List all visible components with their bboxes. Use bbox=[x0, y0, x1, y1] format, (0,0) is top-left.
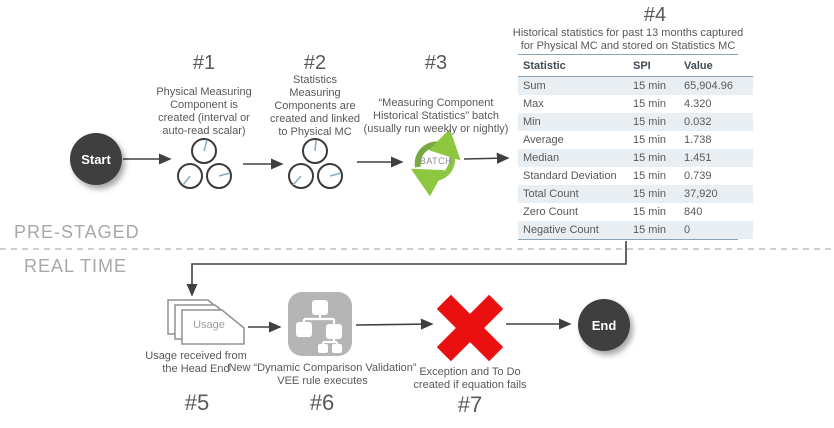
step4-description: Historical statistics for past 13 months… bbox=[512, 27, 744, 52]
cell-statistic: Zero Count bbox=[523, 206, 579, 218]
arrow-vee-to-exception bbox=[355, 318, 434, 330]
usage-stack-icon bbox=[167, 299, 245, 345]
step3-number: #3 bbox=[424, 52, 448, 74]
cell-value: 0 bbox=[679, 221, 753, 239]
cell-statistic: Average bbox=[523, 134, 564, 146]
cell-statistic: Standard Deviation bbox=[523, 170, 617, 182]
step4-number: #4 bbox=[643, 4, 667, 26]
cell-spi: 15 min bbox=[633, 170, 667, 182]
start-node-label: Start bbox=[81, 151, 111, 167]
cell-statistic: Median bbox=[518, 149, 628, 167]
vee-rule-icon bbox=[288, 292, 352, 356]
table-row: Median 15 min 1.451 bbox=[518, 149, 753, 167]
start-node: Start bbox=[70, 133, 122, 185]
table-row: Total Count 15 min 37,920 bbox=[518, 185, 753, 203]
cell-spi: 15 min bbox=[628, 113, 679, 131]
cell-statistic: Max bbox=[523, 98, 544, 110]
step6-number: #6 bbox=[309, 390, 335, 415]
cell-value: 840 bbox=[684, 206, 703, 218]
table-row: Negative Count 15 min 0 bbox=[518, 221, 753, 239]
measuring-components-icon-1 bbox=[177, 138, 232, 189]
batch-cycle-icon bbox=[410, 128, 461, 197]
measuring-components-icon-2 bbox=[288, 138, 343, 189]
end-node-label: End bbox=[591, 317, 617, 333]
table-row: Sum 15 min 65,904.96 bbox=[518, 76, 753, 95]
arrow-step3-to-table bbox=[463, 152, 510, 164]
connector-table-to-usage bbox=[186, 241, 627, 297]
table-header-spi: SPI bbox=[628, 55, 679, 77]
table-header-value: Value bbox=[679, 55, 753, 77]
table-row: Min 15 min 0.032 bbox=[518, 113, 753, 131]
step5-number: #5 bbox=[184, 390, 210, 415]
cell-value: 1.451 bbox=[679, 149, 753, 167]
section-label-pre-staged: PRE-STAGED bbox=[14, 222, 140, 242]
cell-value: 1.738 bbox=[684, 134, 712, 146]
end-node: End bbox=[578, 299, 630, 351]
table-row: Standard Deviation 15 min 0.739 bbox=[518, 167, 753, 185]
step5-description: Usage received from the Head End bbox=[145, 350, 247, 375]
table-row: Zero Count 15 min 840 bbox=[518, 203, 753, 221]
cell-value: 65,904.96 bbox=[679, 76, 753, 95]
step7-description: Exception and To Do created if equation … bbox=[413, 366, 527, 391]
table-header-statistic: Statistic bbox=[518, 55, 628, 77]
cell-statistic: Negative Count bbox=[518, 221, 628, 239]
cell-spi: 15 min bbox=[633, 206, 667, 218]
step1-description: Physical Measuring Component is created … bbox=[156, 86, 252, 137]
cell-spi: 15 min bbox=[633, 134, 667, 146]
step2-number: #2 bbox=[303, 52, 327, 74]
step7-number: #7 bbox=[457, 392, 483, 417]
table-row: Average 15 min 1.738 bbox=[518, 131, 753, 149]
usage-card-label: Usage bbox=[193, 319, 225, 331]
flow-arrows bbox=[123, 152, 627, 333]
historical-statistics-table: Statistic SPI Value Sum 15 min 65,904.96… bbox=[518, 54, 753, 240]
cell-statistic: Total Count bbox=[518, 185, 628, 203]
cell-value: 0.032 bbox=[679, 113, 753, 131]
cell-spi: 15 min bbox=[628, 221, 679, 239]
cell-spi: 15 min bbox=[633, 98, 667, 110]
step3-description: “Measuring Component Historical Statisti… bbox=[363, 97, 509, 135]
cell-statistic: Sum bbox=[518, 76, 628, 95]
cell-value: 37,920 bbox=[679, 185, 753, 203]
cell-value: 0.739 bbox=[684, 170, 712, 182]
step2-description: Statistics Measuring Components are crea… bbox=[270, 74, 360, 138]
vee-rule-flowchart-glyph bbox=[296, 300, 342, 353]
cell-spi: 15 min bbox=[628, 76, 679, 95]
cell-value: 4.320 bbox=[684, 98, 712, 110]
cell-statistic: Min bbox=[518, 113, 628, 131]
exception-x-icon bbox=[436, 294, 504, 362]
batch-icon-label: BATCH bbox=[419, 156, 453, 166]
table-row: Max 15 min 4.320 bbox=[518, 95, 753, 113]
step1-number: #1 bbox=[192, 52, 216, 74]
table-header-row: Statistic SPI Value bbox=[518, 55, 753, 77]
section-label-real-time: REAL TIME bbox=[24, 256, 128, 276]
cell-spi: 15 min bbox=[628, 149, 679, 167]
cell-spi: 15 min bbox=[628, 185, 679, 203]
step6-description: New “Dynamic Comparison Validation” VEE … bbox=[228, 362, 417, 387]
